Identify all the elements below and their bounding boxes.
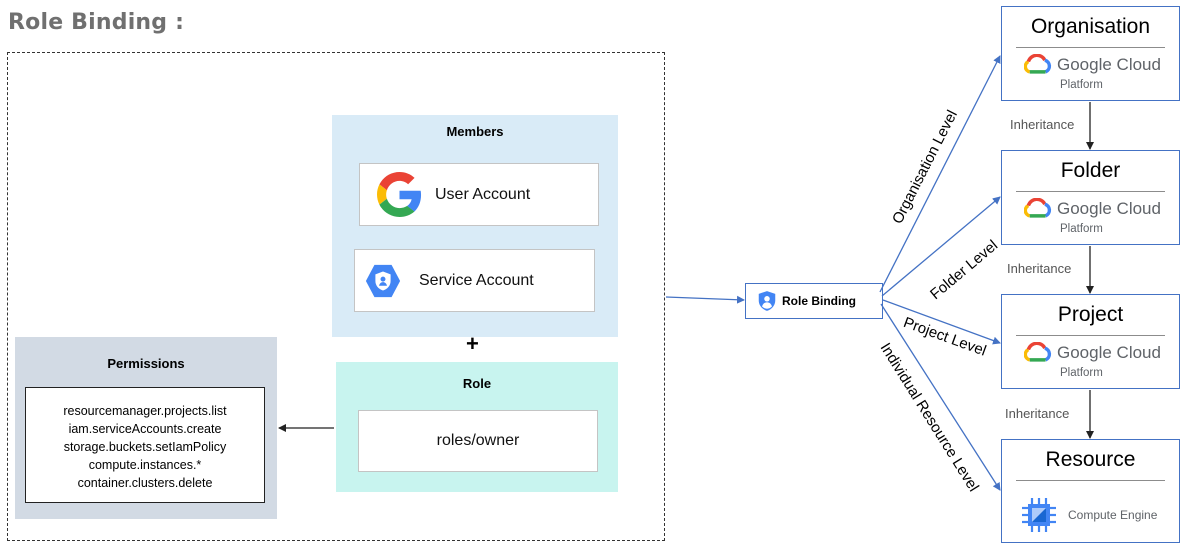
compute-engine-icon bbox=[1022, 498, 1056, 532]
role-heading: Role bbox=[462, 376, 492, 391]
user-account-label: User Account bbox=[435, 185, 531, 203]
divider bbox=[1016, 480, 1165, 481]
members-to-binding-arrow bbox=[665, 295, 745, 304]
project-title: Project bbox=[1057, 303, 1124, 326]
project-box: Project Google Cloud Platform bbox=[1001, 294, 1180, 389]
gcp-brand-text: Google Cloud bbox=[1057, 199, 1161, 218]
permission-item: storage.buckets.setIamPolicy bbox=[63, 440, 227, 454]
plus-sign: + bbox=[466, 331, 479, 356]
permission-item: container.clusters.delete bbox=[77, 476, 213, 490]
permissions-list: resourcemanager.projects.list iam.servic… bbox=[25, 387, 265, 503]
service-account-label: Service Account bbox=[419, 271, 534, 289]
permissions-panel: Permissions resourcemanager.projects.lis… bbox=[15, 337, 277, 519]
gcp-brand: Google Cloud bbox=[1024, 54, 1161, 76]
folder-box: Folder Google Cloud Platform bbox=[1001, 150, 1180, 245]
gcp-platform-text: Platform bbox=[1060, 367, 1103, 379]
members-heading: Members bbox=[446, 124, 504, 139]
google-cloud-logo-icon bbox=[1024, 54, 1052, 74]
project-level-arrow bbox=[882, 299, 1001, 345]
folder-title: Folder bbox=[1060, 159, 1121, 182]
inheritance-label: Inheritance bbox=[1005, 406, 1070, 421]
role-value: roles/owner bbox=[436, 432, 520, 449]
compute-engine-brand: Compute Engine bbox=[1018, 494, 1157, 536]
permission-item: compute.instances.* bbox=[88, 458, 202, 472]
role-binding-frame bbox=[7, 52, 665, 541]
resource-title: Resource bbox=[1045, 448, 1136, 471]
divider bbox=[1016, 335, 1165, 336]
divider bbox=[1016, 191, 1165, 192]
gcp-platform-text: Platform bbox=[1060, 223, 1103, 235]
inheritance-label: Inheritance bbox=[1010, 117, 1075, 132]
permissions-heading: Permissions bbox=[107, 356, 185, 371]
service-account-card: Service Account bbox=[354, 249, 595, 312]
compute-engine-label: Compute Engine bbox=[1068, 508, 1158, 522]
service-account-icon bbox=[365, 264, 401, 297]
organisation-title: Organisation bbox=[1030, 15, 1151, 38]
organisation-level-arrow bbox=[879, 55, 1001, 293]
google-cloud-logo-icon bbox=[1024, 342, 1052, 362]
resource-level-arrow bbox=[880, 303, 1001, 491]
page-title: Role Binding : bbox=[8, 10, 185, 35]
role-binding-node: Role Binding bbox=[745, 283, 883, 319]
inheritance-label: Inheritance bbox=[1007, 261, 1072, 276]
gcp-platform-text: Platform bbox=[1060, 79, 1103, 91]
google-cloud-logo-icon bbox=[1024, 198, 1052, 218]
members-panel: Members User Account Service Account bbox=[332, 115, 618, 337]
role-binding-label: Role Binding bbox=[782, 294, 856, 308]
permission-item: iam.serviceAccounts.create bbox=[68, 422, 222, 436]
google-g-icon bbox=[377, 172, 422, 217]
divider bbox=[1016, 47, 1165, 48]
organisation-box: Organisation Google Cloud Platform bbox=[1001, 6, 1180, 101]
permission-item: resourcemanager.projects.list bbox=[63, 404, 227, 418]
gcp-brand-text: Google Cloud bbox=[1057, 55, 1161, 74]
user-account-card: User Account bbox=[359, 163, 599, 226]
gcp-brand-text: Google Cloud bbox=[1057, 343, 1161, 362]
role-panel: Role roles/owner bbox=[336, 362, 618, 492]
resource-box: Resource Compute Engine bbox=[1001, 439, 1180, 543]
gcp-brand: Google Cloud bbox=[1024, 198, 1161, 220]
role-value-card: roles/owner bbox=[358, 410, 598, 472]
gcp-brand: Google Cloud bbox=[1024, 342, 1161, 364]
folder-level-arrow bbox=[881, 196, 1001, 297]
role-binding-icon bbox=[758, 291, 776, 311]
